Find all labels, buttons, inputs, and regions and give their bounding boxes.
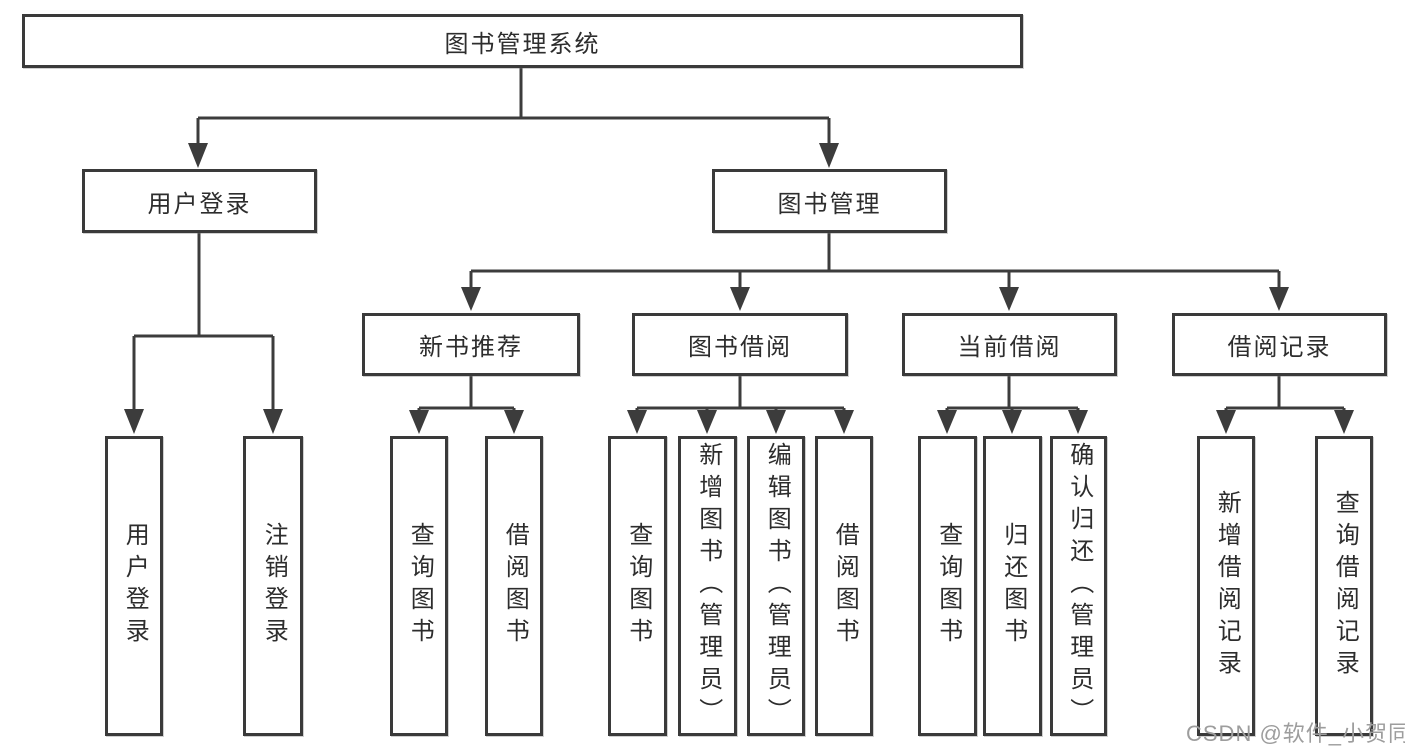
node-label: 确认归还（管理员） — [1065, 442, 1093, 730]
node-label: 查询图书 — [406, 522, 434, 650]
arrowhead-icon — [263, 409, 283, 434]
node-label: 新增借阅记录 — [1213, 490, 1241, 682]
arrowhead-icon — [697, 410, 717, 434]
arrowhead-icon — [766, 410, 786, 434]
arrowhead-icon — [627, 410, 647, 434]
arrowhead-icon — [461, 287, 481, 311]
arrowhead-icon — [124, 409, 144, 434]
connector-book-management-branch — [469, 233, 1281, 288]
node-label: 查询图书 — [934, 522, 962, 650]
node-label: 新书推荐 — [419, 334, 523, 361]
node-label: 注销登录 — [260, 522, 288, 650]
leaf-query-books-2: 查询图书 — [608, 436, 667, 736]
connector-current-borrowing-branch — [945, 376, 1080, 411]
node-label: 查询图书 — [624, 522, 652, 650]
arrowhead-icon — [409, 410, 429, 434]
leaf-borrow-books-2: 借阅图书 — [815, 436, 873, 736]
node-label: 归还图书 — [999, 522, 1027, 650]
arrowhead-icon — [834, 410, 854, 434]
leaf-logout: 注销登录 — [243, 436, 303, 736]
node-label: 查询借阅记录 — [1331, 490, 1359, 682]
node-label: 图书管理系统 — [444, 30, 601, 58]
leaf-user-login: 用户登录 — [105, 436, 163, 736]
connector-new-book-branch — [417, 376, 516, 411]
arrowhead-icon — [504, 410, 524, 434]
node-label: 当前借阅 — [957, 334, 1062, 361]
leaf-query-books-1: 查询图书 — [390, 436, 448, 736]
connector-user-login-branch — [132, 233, 275, 410]
node-label: 编辑图书（管理员） — [763, 442, 791, 730]
connector-book-borrowing-branch — [635, 376, 846, 411]
leaf-edit-book-admin: 编辑图书（管理员） — [747, 436, 805, 736]
csdn-watermark: CSDN @软件_小贺同学 — [1186, 721, 1405, 746]
leaf-add-book-admin: 新增图书（管理员） — [678, 436, 737, 736]
leaf-return-books: 归还图书 — [983, 436, 1042, 736]
node-book-management: 图书管理 — [712, 169, 947, 233]
connector-root-stem — [196, 68, 831, 144]
arrowhead-icon — [999, 287, 1019, 311]
leaf-query-borrow-record: 查询借阅记录 — [1315, 436, 1373, 736]
arrowhead-icon — [1216, 410, 1236, 434]
node-label: 图书管理 — [777, 190, 882, 218]
node-label: 新增图书（管理员） — [694, 442, 722, 730]
node-library-management-system: 图书管理系统 — [22, 14, 1023, 68]
leaf-add-borrow-record: 新增借阅记录 — [1197, 436, 1255, 736]
leaf-borrow-books-1: 借阅图书 — [485, 436, 543, 736]
node-label: 用户登录 — [121, 522, 149, 650]
node-label: 用户登录 — [147, 190, 252, 218]
arrowhead-icon — [937, 410, 957, 434]
node-borrowing-records: 借阅记录 — [1172, 313, 1387, 376]
node-label: 借阅记录 — [1227, 334, 1332, 361]
connector-borrowing-records-branch — [1224, 376, 1346, 411]
node-label: 借阅图书 — [831, 522, 859, 650]
leaf-confirm-return-admin: 确认归还（管理员） — [1050, 436, 1107, 736]
arrowhead-icon — [730, 287, 750, 311]
leaf-query-books-3: 查询图书 — [918, 436, 977, 736]
arrowhead-icon — [1068, 410, 1088, 434]
arrowhead-icon — [819, 143, 839, 168]
node-current-borrowing: 当前借阅 — [902, 313, 1117, 376]
arrowhead-icon — [188, 143, 208, 168]
node-user-login: 用户登录 — [82, 169, 317, 233]
node-label: 图书借阅 — [688, 334, 792, 361]
arrowhead-icon — [1002, 410, 1022, 434]
arrowhead-icon — [1334, 410, 1354, 434]
node-new-book-recommendation: 新书推荐 — [362, 313, 580, 376]
arrowhead-icon — [1269, 287, 1289, 311]
node-label: 借阅图书 — [501, 522, 529, 650]
node-book-borrowing: 图书借阅 — [632, 313, 848, 376]
